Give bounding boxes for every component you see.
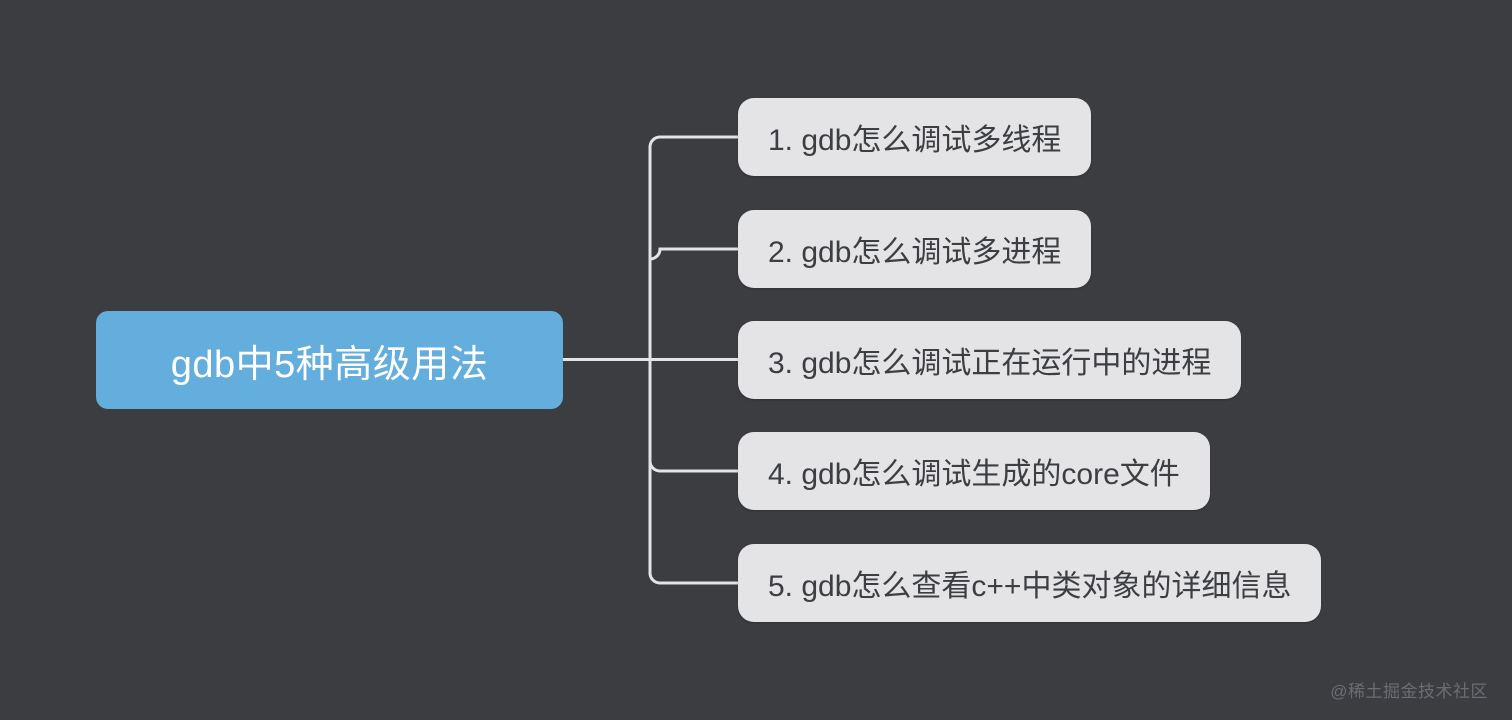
mindmap-child-node-3[interactable]: 3. gdb怎么调试正在运行中的进程 <box>738 320 1242 399</box>
mindmap-child-node-2[interactable]: 2. gdb怎么调试多进程 <box>738 210 1092 288</box>
watermark-text: @稀土掘金技术社区 <box>1330 682 1488 701</box>
child-node-label: 3. gdb怎么调试正在运行中的进程 <box>768 346 1212 380</box>
connector-branch-5 <box>648 571 740 585</box>
root-node-label: gdb中5种高级用法 <box>170 343 489 386</box>
connector-branch-4 <box>648 459 740 473</box>
child-node-label: 2. gdb怎么调试多进程 <box>768 236 1062 269</box>
child-node-label: 5. gdb怎么查看c++中类对象的详细信息 <box>768 570 1292 603</box>
child-node-label: 1. gdb怎么调试多线程 <box>768 124 1062 157</box>
mindmap-child-node-4[interactable]: 4. gdb怎么调试生成的core文件 <box>738 432 1210 510</box>
connector-branch-2 <box>648 247 740 261</box>
child-node-label: 4. gdb怎么调试生成的core文件 <box>768 458 1180 491</box>
mindmap-root-node[interactable]: gdb中5种高级用法 <box>96 311 563 409</box>
connector-branch-1 <box>648 135 740 149</box>
mindmap-child-node-5[interactable]: 5. gdb怎么查看c++中类对象的详细信息 <box>738 544 1322 622</box>
mindmap-child-node-1[interactable]: 1. gdb怎么调试多线程 <box>738 98 1092 176</box>
